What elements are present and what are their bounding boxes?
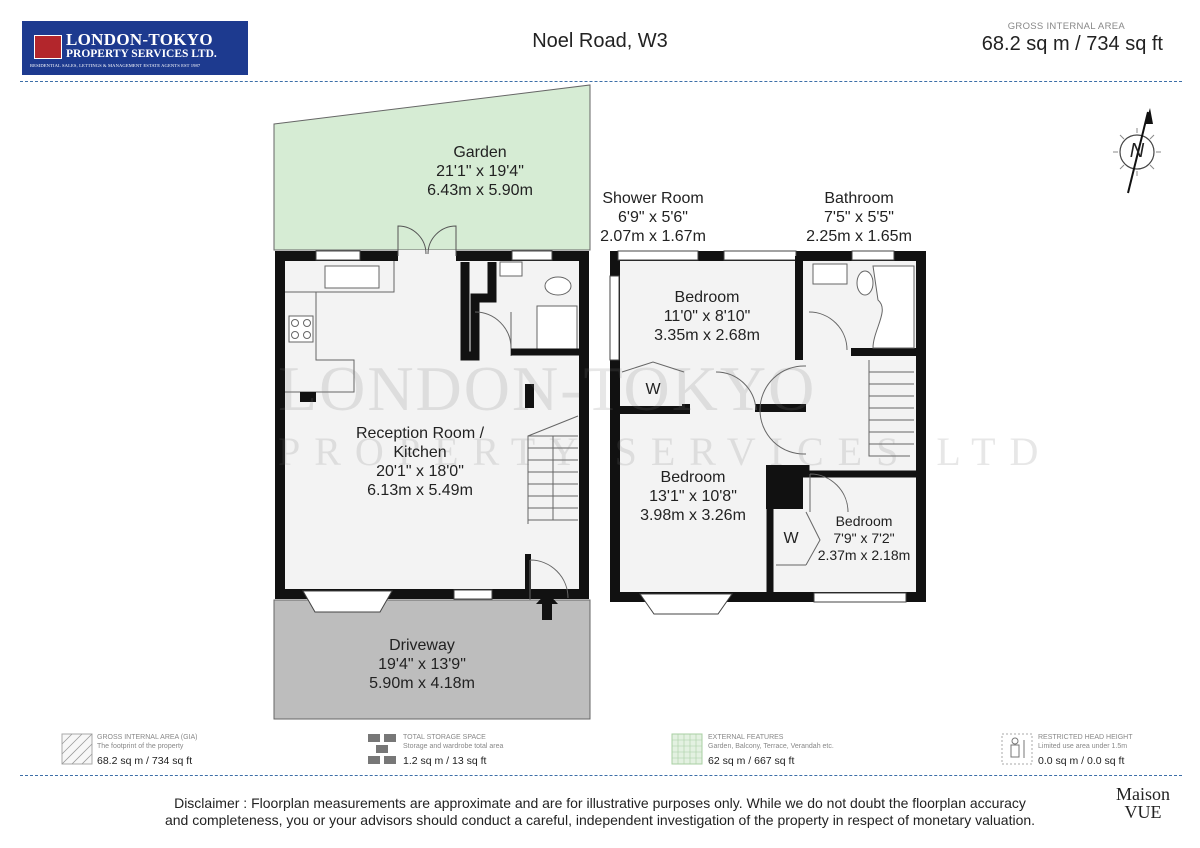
wardrobe-label-2: W [783,530,799,547]
gia-caption: GROSS INTERNAL AREA [1007,21,1125,32]
legend-gia-value: 68.2 sq m / 734 sq ft [97,755,193,767]
room-name: Bedroom [674,289,740,306]
legend-external-title: EXTERNAL FEATURES [708,734,784,741]
legend-storage-value: 1.2 sq m / 13 sq ft [403,755,487,767]
first-floor [609,250,926,615]
room-imperial: 21'1" x 19'4" [436,163,524,180]
room-label-bedroom-2: Bedroom 13'1" x 10'8" 3.98m x 3.26m [593,468,793,525]
room-name: Bedroom [660,469,726,486]
room-metric: 5.90m x 4.18m [369,675,475,692]
logo-tagline: RESIDENTIAL SALES, LETTINGS & MANAGEMENT… [30,63,201,68]
driveway-area [273,599,591,720]
compass-label: N [1129,140,1145,162]
room-label-driveway: Driveway 19'4" x 13'9" 5.90m x 4.18m [322,636,522,693]
legend-external-value: 62 sq m / 667 sq ft [708,755,795,767]
brand-logo: Maison VUE [1108,785,1178,821]
legend-storage-icon [368,734,396,764]
legend-gia-icon [61,733,93,765]
room-metric: 2.07m x 1.67m [600,228,706,245]
legend-gia-desc: The footprint of the property [97,743,184,750]
room-imperial: 7'5" x 5'5" [824,209,894,226]
room-name: Garden [453,144,507,161]
brand-line-1: Maison [1116,784,1170,804]
footer-divider [20,775,1182,776]
legend-external-desc: Garden, Balcony, Terrace, Verandah etc. [708,743,834,750]
room-imperial: 6'9" x 5'6" [618,209,688,226]
room-imperial: 19'4" x 13'9" [378,656,466,673]
wardrobe-label-1: W [645,381,661,398]
legend-headroom-desc: Limited use area under 1.5m [1038,743,1128,750]
agency-logo: LONDON-TOKYO PROPERTY SERVICES LTD. RESI… [22,21,248,75]
room-imperial: 7'9" x 7'2" [833,530,895,546]
legend-storage-desc: Storage and wardrobe total area [403,743,504,750]
compass-icon [1113,108,1161,194]
garden-area [273,84,591,251]
room-name: Driveway [389,637,455,654]
room-label-reception: Reception Room / Kitchen 20'1" x 18'0" 6… [320,424,520,500]
ground-floor [275,225,589,620]
room-label-bedroom-1: Bedroom 11'0" x 8'10" 3.35m x 2.68m [607,288,807,345]
room-name: Reception Room / [355,425,485,442]
gia-value: 68.2 sq m / 734 sq ft [981,33,1163,55]
room-label-shower: Shower Room 6'9" x 5'6" 2.07m x 1.67m [553,189,753,246]
legend-gia-title: GROSS INTERNAL AREA (GIA) [97,734,198,741]
disclaimer-line-2: and completeness, you or your advisors s… [164,812,1036,828]
legend-storage-title: TOTAL STORAGE SPACE [403,734,486,741]
logo-title: LONDON-TOKYO [66,30,213,49]
room-name: Bedroom [835,513,893,529]
room-name: Shower Room [602,190,704,207]
room-label-bathroom: Bathroom 7'5" x 5'5" 2.25m x 1.65m [759,189,959,246]
room-name: Bathroom [824,190,894,207]
watermark-line2: PROPERTY SERVICES LTD [278,429,1053,474]
room-imperial: 11'0" x 8'10" [663,308,751,325]
property-address: Noel Road, W3 [532,30,668,52]
brand-line-2: VUE [1124,802,1162,822]
room-imperial: 13'1" x 10'8" [649,488,737,505]
disclaimer-line-1: Disclaimer : Floorplan measurements are … [174,795,1026,811]
legend-headroom-icon [1001,733,1033,765]
room-metric: 2.25m x 1.65m [806,228,912,245]
legend-headroom-value: 0.0 sq m / 0.0 sq ft [1038,755,1125,767]
logo-subtitle: PROPERTY SERVICES LTD. [66,48,217,60]
watermark-line1: LONDON-TOKYO [278,353,817,424]
room-label-garden: Garden 21'1" x 19'4" 6.43m x 5.90m [380,143,580,200]
legend-external-icon [671,733,703,765]
room-metric: 3.98m x 3.26m [640,507,746,524]
room-metric: 3.35m x 2.68m [654,327,760,344]
room-imperial: 20'1" x 18'0" [376,463,464,480]
header-divider [20,81,1182,82]
room-label-bedroom-3: Bedroom 7'9" x 7'2" 2.37m x 2.18m [799,513,929,564]
room-metric: 6.43m x 5.90m [427,182,533,199]
room-metric: 2.37m x 2.18m [817,547,911,563]
legend-headroom-title: RESTRICTED HEAD HEIGHT [1038,734,1133,741]
disclaimer: Disclaimer : Floorplan measurements are … [110,795,1090,829]
room-metric: 6.13m x 5.49m [367,482,473,499]
logo-crest-icon [34,35,62,59]
room-name-2: Kitchen [393,444,447,461]
